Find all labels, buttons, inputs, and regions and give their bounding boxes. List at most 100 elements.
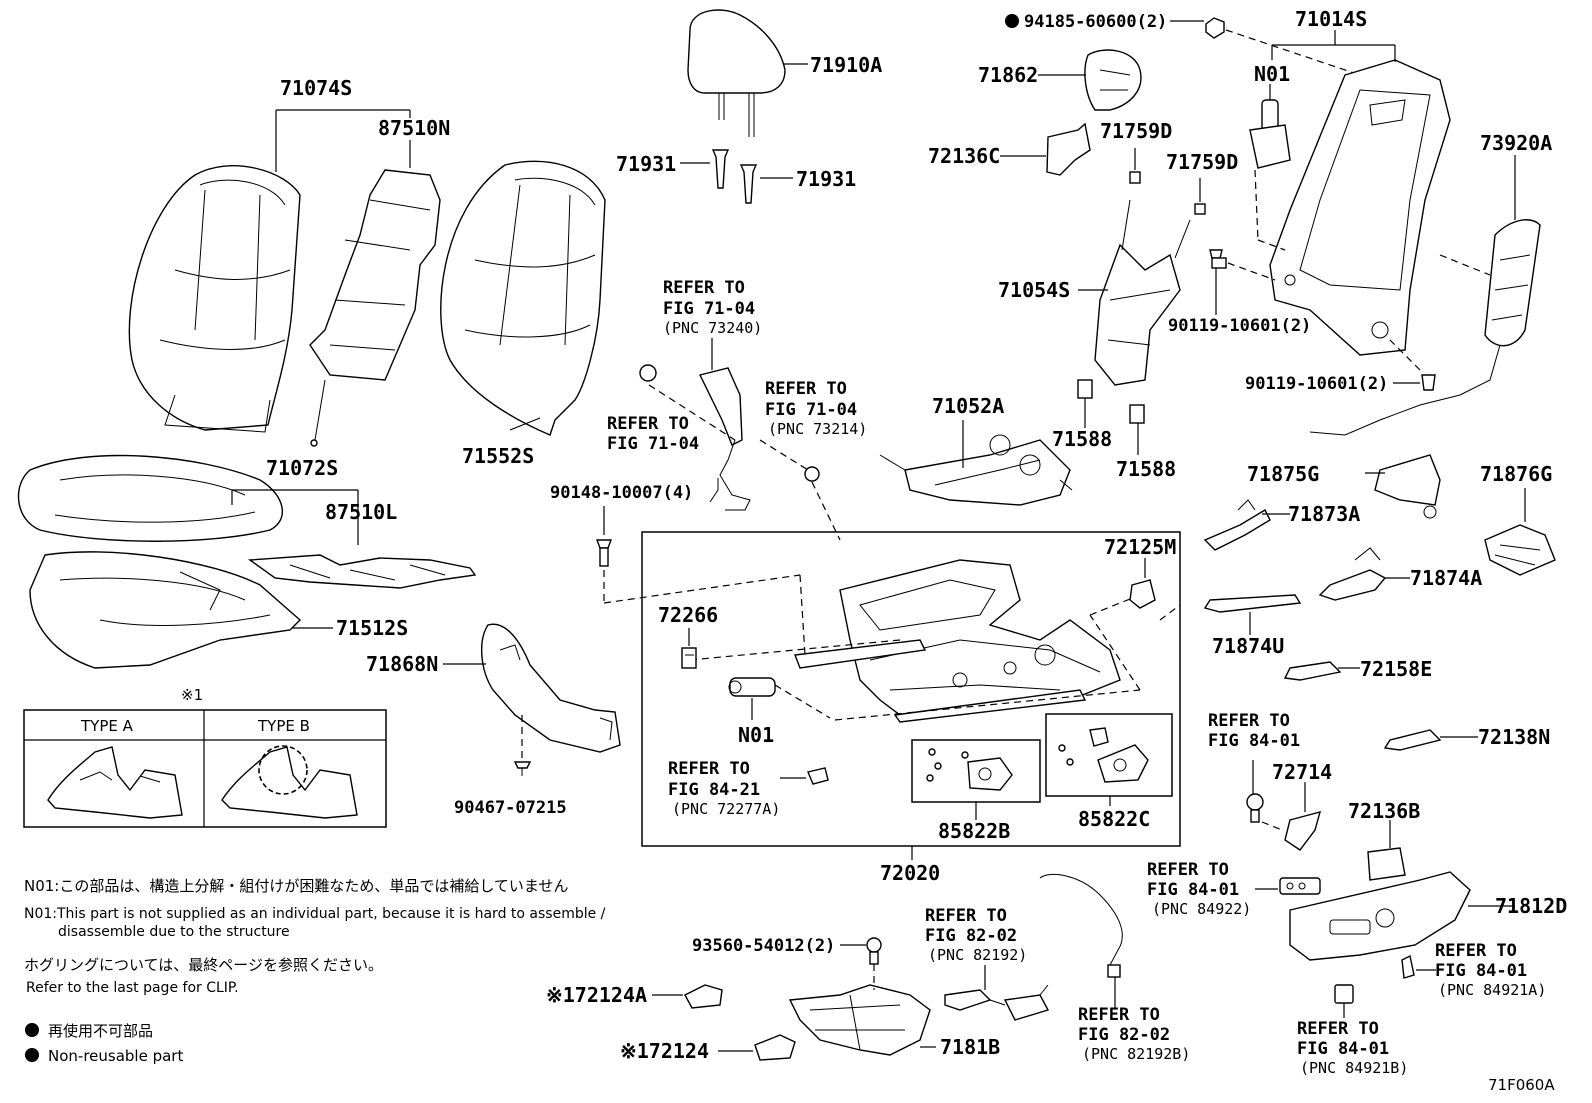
svg-text:(PNC 84921A): (PNC 84921A)	[1438, 981, 1546, 999]
label-71874A: 71874A	[1410, 566, 1482, 590]
label-71074S: 71074S	[280, 76, 352, 100]
svg-text:FIG 84-01: FIG 84-01	[1208, 731, 1300, 751]
svg-text:FIG 82-02: FIG 82-02	[1078, 1025, 1170, 1045]
figure-code: 71F060A	[1488, 1076, 1555, 1094]
screw-93560-drawing	[866, 937, 882, 965]
label-71875G: 71875G	[1247, 462, 1319, 486]
svg-text:REFER TO: REFER TO	[1297, 1019, 1379, 1039]
svg-text:REFER TO: REFER TO	[925, 906, 1007, 926]
svg-text:FIG 84-01: FIG 84-01	[1297, 1039, 1389, 1059]
label-72714: 72714	[1272, 760, 1332, 784]
headrest-drawing	[687, 9, 786, 204]
clip-90467-drawing	[513, 761, 532, 776]
label-72136B: 72136B	[1348, 799, 1420, 823]
svg-text:REFER TO: REFER TO	[1435, 941, 1517, 961]
label-72158E: 72158E	[1360, 657, 1432, 681]
label-71812D: 71812D	[1495, 894, 1567, 918]
legend-english: Non-reusable part	[48, 1047, 183, 1065]
switch-refer-84922-drawing	[1279, 877, 1321, 895]
frame-7181B-drawing	[788, 984, 931, 1056]
cover-72138N-drawing	[1383, 729, 1442, 751]
clip-71759D-b-drawing	[1194, 203, 1206, 215]
label-72136C: 72136C	[928, 144, 1000, 168]
note-clip-english: Refer to the last page for CLIP.	[26, 980, 239, 996]
note-n01-english-1: N01:This part is not supplied as an indi…	[24, 906, 606, 922]
note-n01-english-2: disassemble due to the structure	[58, 924, 290, 940]
inset-type-b-label: TYPE B	[257, 717, 310, 735]
label-71874U: 71874U	[1212, 634, 1284, 658]
label-71910A: 71910A	[810, 53, 882, 77]
svg-text:REFER TO: REFER TO	[1208, 711, 1290, 731]
refer-block-73240: REFER TO FIG 71-04 (PNC 73240)	[663, 278, 762, 337]
label-85822C: 85822C	[1078, 807, 1150, 831]
cushion-cover-drawing	[17, 454, 283, 542]
note-clip-japanese: ホグリングについては、最終ページを参照ください。	[24, 956, 383, 974]
cover-72158E-drawing	[1283, 661, 1342, 681]
motor-85822B-drawing	[926, 748, 1013, 791]
label-71052A: 71052A	[932, 394, 1004, 418]
label-n01-upper: N01	[1254, 62, 1290, 86]
motor-n01-upper-drawing	[1249, 99, 1291, 169]
label-71588-a: 71588	[1052, 427, 1112, 451]
svg-text:(PNC 73214): (PNC 73214)	[768, 420, 867, 438]
bracket-72714-drawing	[1284, 811, 1322, 851]
cover-71874U-drawing	[1203, 594, 1302, 613]
bolt-90119-a-drawing	[1209, 249, 1227, 269]
label-72266: 72266	[658, 603, 718, 627]
refer-block-73214: REFER TO FIG 71-04 (PNC 73214)	[765, 379, 867, 438]
lumbar-support-drawing	[879, 434, 1073, 506]
side-cover-71812D-drawing	[1289, 871, 1471, 961]
label-72124A: ※172124A	[546, 983, 647, 1007]
label-71552S: 71552S	[462, 444, 534, 468]
cushion-heater-pad-drawing	[248, 554, 477, 589]
svg-text:REFER TO: REFER TO	[668, 759, 750, 779]
cushion-pad-drawing	[29, 551, 302, 669]
connector-71588-a-drawing	[1077, 379, 1093, 399]
refer-block-82192: REFER TO FIG 82-02 (PNC 82192)	[925, 906, 1027, 964]
cover-71862-drawing	[1084, 49, 1142, 111]
refer-block-71-04: REFER TO FIG 71-04	[607, 414, 699, 454]
svg-text:FIG 71-04: FIG 71-04	[765, 400, 857, 420]
label-73920A: 73920A	[1480, 131, 1552, 155]
bracket-71054S-drawing	[1094, 199, 1191, 386]
wire-harness-82192-drawing	[944, 984, 1050, 1021]
label-71873A: 71873A	[1288, 502, 1360, 526]
svg-text:REFER TO: REFER TO	[607, 414, 689, 434]
legend-bullet-icon	[25, 1023, 39, 1037]
label-71588-b: 71588	[1116, 457, 1176, 481]
svg-text:FIG 84-21: FIG 84-21	[668, 780, 760, 800]
note-n01-japanese: N01:この部品は、構造上分解・組付けが困難なため、単品では補給していません	[24, 877, 568, 895]
seatback-cover-drawing	[128, 165, 301, 433]
label-90119-10601-b: 90119-10601(2)	[1245, 374, 1388, 394]
screw-refer-84-01-drawing	[1246, 793, 1264, 823]
refer-block-82192B: REFER TO FIG 82-02 (PNC 82192B)	[1078, 1005, 1190, 1063]
cover-72124A-drawing	[684, 984, 723, 1009]
svg-text:FIG 84-01: FIG 84-01	[1147, 880, 1239, 900]
label-85822B: 85822B	[938, 819, 1010, 843]
svg-text:(PNC 73240): (PNC 73240)	[663, 319, 762, 337]
bolt-90119-b-drawing	[1421, 374, 1436, 391]
label-71512S: 71512S	[336, 616, 408, 640]
cover-72136C-drawing	[1046, 122, 1091, 176]
motor-85822C-drawing	[1058, 727, 1149, 783]
svg-text:REFER TO: REFER TO	[1147, 860, 1229, 880]
svg-text:(PNC 82192): (PNC 82192)	[928, 946, 1027, 964]
svg-text:(PNC 84921B): (PNC 84921B)	[1300, 1059, 1408, 1077]
cover-71873A-drawing	[1203, 499, 1271, 551]
label-71072S: 71072S	[266, 456, 338, 480]
bolt-90148-drawing	[595, 539, 613, 567]
seatbelt-buckle-drawing	[639, 364, 820, 511]
legend-bullet-icon-2	[25, 1048, 39, 1062]
motor-n01-lower-drawing	[728, 677, 776, 697]
label-90148-10007: 90148-10007(4)	[550, 483, 693, 503]
label-71931-b: 71931	[796, 167, 856, 191]
cover-71874A-drawing	[1318, 547, 1387, 601]
non-reusable-bullet-icon	[1005, 14, 1019, 28]
refer-block-84921A: REFER TO FIG 84-01 (PNC 84921A)	[1435, 941, 1546, 999]
legend-japanese: 再使用不可部品	[48, 1022, 153, 1040]
label-72125M: 72125M	[1104, 535, 1176, 559]
svg-text:(PNC 72277A): (PNC 72277A)	[672, 800, 780, 818]
inset-mark: ※1	[181, 686, 203, 704]
label-72138N: 72138N	[1478, 725, 1550, 749]
